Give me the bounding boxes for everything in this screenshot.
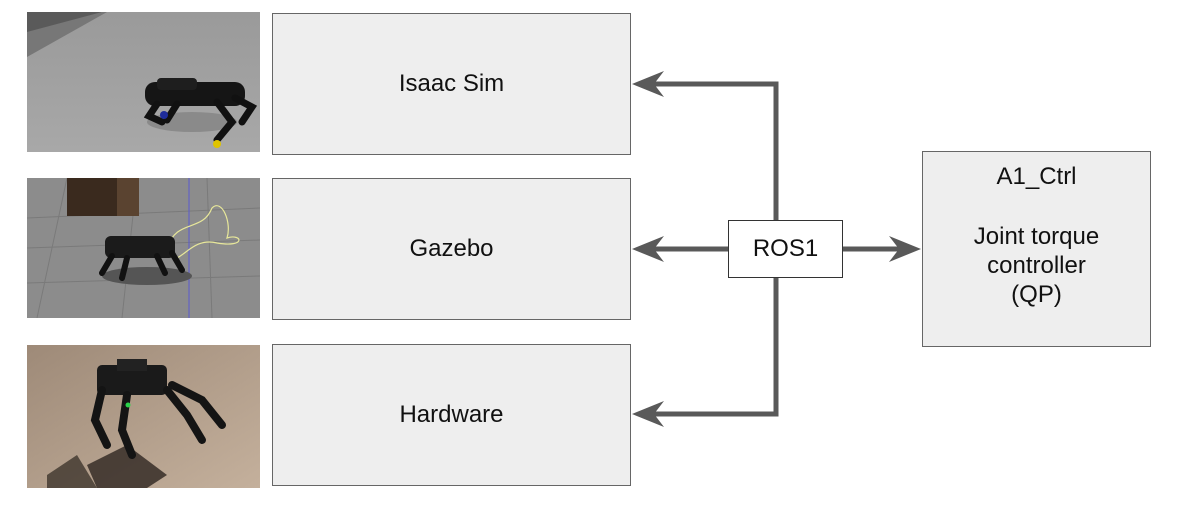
gazebo-thumbnail	[27, 178, 260, 318]
arrowhead-isaac-sim	[632, 71, 664, 97]
controller-title: A1_Ctrl	[996, 163, 1077, 190]
isaac-sim-thumbnail	[27, 12, 260, 152]
arrow-to-isaac-sim	[650, 81, 779, 220]
arrowhead-controller	[889, 236, 921, 262]
arrowhead-gazebo	[632, 236, 664, 262]
controller-box: A1_Ctrl Joint torque controller (QP)	[922, 151, 1151, 347]
gazebo-label: Gazebo	[409, 235, 494, 262]
isaac-sim-label: Isaac Sim	[398, 70, 505, 97]
arrow-to-hardware	[650, 278, 779, 417]
hardware-box: Hardware	[272, 344, 631, 486]
hardware-thumbnail	[27, 345, 260, 488]
ros1-label: ROS1	[752, 235, 819, 262]
gazebo-box: Gazebo	[272, 178, 631, 320]
arrowhead-hardware	[632, 401, 664, 427]
hardware-label: Hardware	[399, 401, 504, 428]
isaac-sim-box: Isaac Sim	[272, 13, 631, 155]
ros1-box: ROS1	[728, 220, 843, 278]
controller-description: Joint torque controller (QP)	[973, 223, 1100, 308]
